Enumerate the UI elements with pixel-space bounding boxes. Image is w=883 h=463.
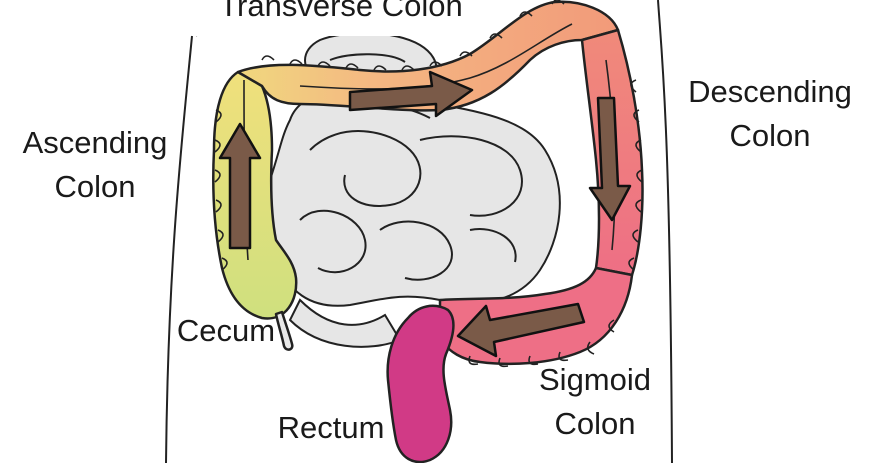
transverse-line-1: Transverse Colon: [219, 0, 463, 23]
flow-arrows: [218, 70, 632, 358]
rectum-line-1: Rectum: [277, 410, 385, 445]
descending-line-1: Descending: [688, 74, 852, 109]
sigmoid-line-1: Sigmoid: [539, 362, 651, 397]
descending-arrow: [588, 96, 632, 222]
transverse-arrow: [348, 70, 474, 118]
label-transverse-colon: Transverse Colon: [192, 0, 490, 36]
ascending-arrow: [218, 122, 262, 250]
label-rectum: Rectum: [266, 406, 396, 450]
descending-line-2: Colon: [729, 118, 811, 153]
appendix: [274, 310, 294, 351]
ascending-line-2: Colon: [54, 169, 136, 204]
label-ascending-colon: Ascending Colon: [8, 121, 182, 209]
cecum-line-1: Cecum: [176, 313, 276, 348]
label-cecum: Cecum: [168, 309, 284, 353]
label-descending-colon: Descending Colon: [672, 70, 868, 158]
label-sigmoid-colon: Sigmoid Colon: [520, 358, 670, 446]
ascending-line-1: Ascending: [22, 125, 168, 160]
sigmoid-line-2: Colon: [554, 406, 636, 441]
sigmoid-arrow: [456, 302, 586, 358]
rectum: [386, 304, 455, 463]
